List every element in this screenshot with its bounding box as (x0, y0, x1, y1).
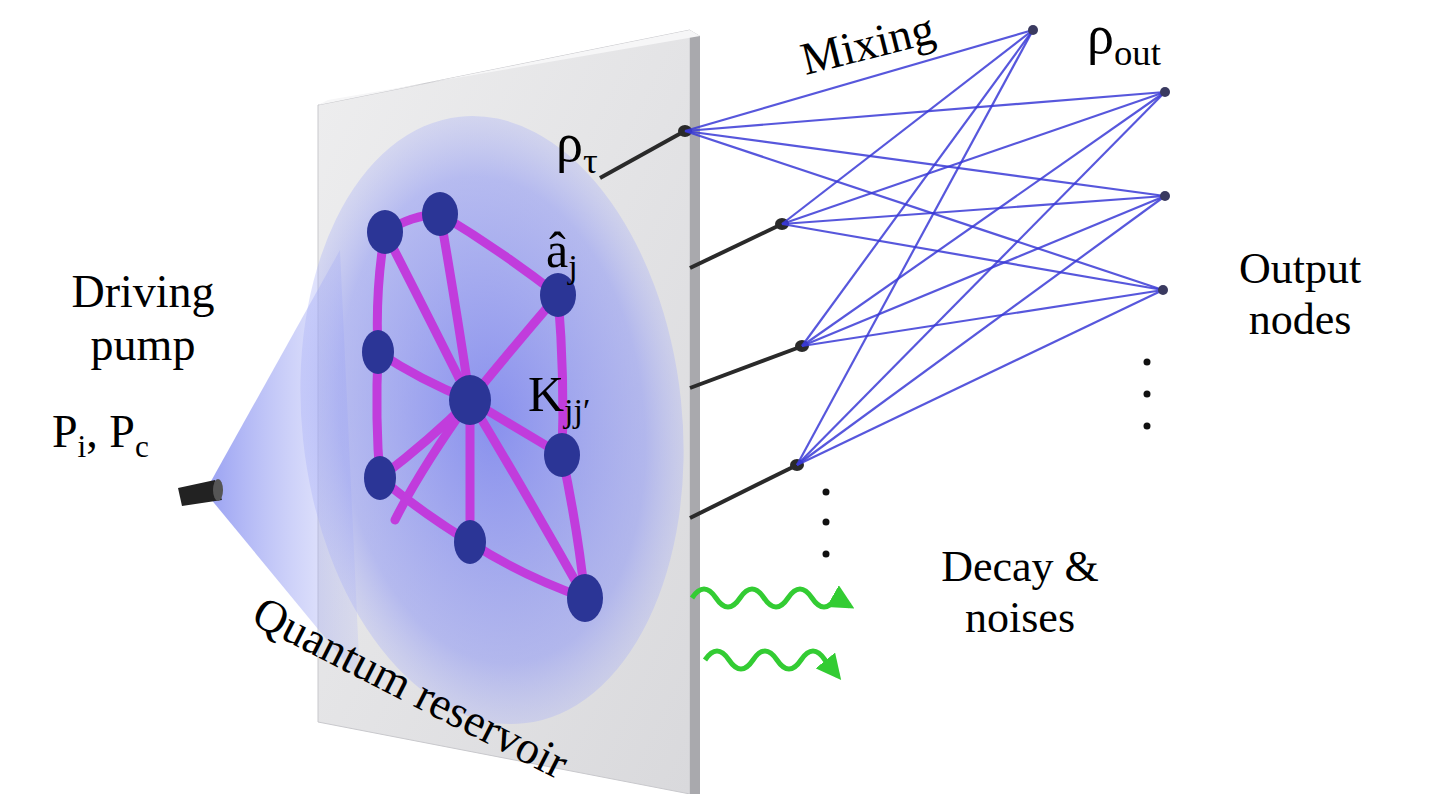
decay-arrows (692, 589, 850, 676)
mixing-line (782, 224, 1163, 290)
coupling-links (377, 214, 585, 598)
mixing-lines (685, 30, 1165, 465)
pump-nozzle (178, 480, 222, 506)
output-nodes-label: Output nodes (1195, 244, 1405, 345)
ellipsis-dots (823, 359, 1151, 558)
decay-label: Decay & noises (905, 542, 1135, 643)
reservoir-state-label: ρτ (556, 112, 598, 182)
mixing-line (797, 30, 1033, 465)
pump-nozzle (213, 479, 223, 501)
pump-label: Driving pump (28, 266, 258, 372)
mixing-line (797, 290, 1163, 465)
mixing-line (797, 196, 1165, 465)
plate-edge (690, 30, 700, 794)
mixing-line (797, 92, 1165, 465)
mixing-line (802, 196, 1165, 346)
mixing-line (802, 92, 1165, 346)
coupling-label: Kjj′ (528, 366, 590, 430)
output-node-dots (1028, 25, 1170, 295)
readout-wires (600, 132, 800, 518)
mixing-line (802, 290, 1163, 346)
pump-power-label: Pi, Pc (52, 406, 149, 465)
mode-operator-label: âj (546, 222, 578, 286)
mixing-line (685, 92, 1165, 131)
mixing-line (685, 131, 1163, 290)
reservoir-sites (362, 192, 603, 622)
output-state-label: ρout (1087, 4, 1161, 74)
plate-top (318, 30, 700, 105)
mixing-label: Mixing (796, 2, 940, 86)
readout-ports (678, 125, 809, 471)
